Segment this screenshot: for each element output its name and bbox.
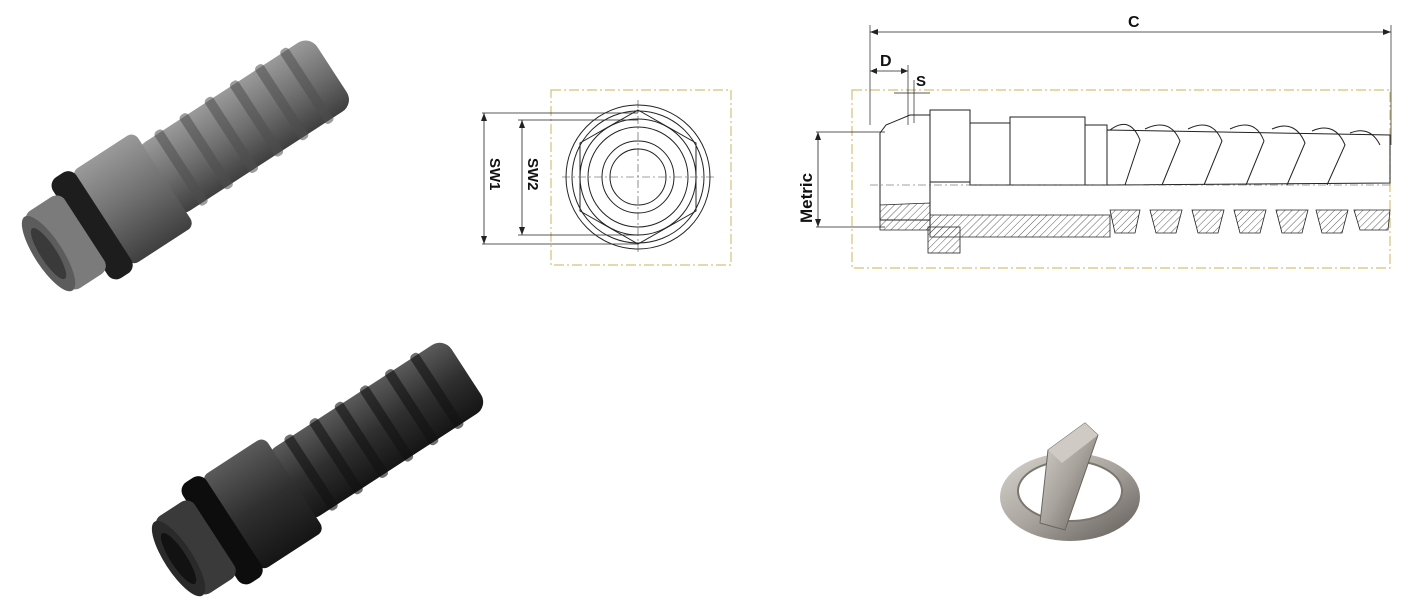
- grey-cable-gland-photo: [0, 0, 420, 310]
- sw2-label: SW2: [524, 158, 541, 191]
- d-label: D: [880, 53, 892, 70]
- c-label: C: [1128, 14, 1140, 31]
- metric-label: Metric: [797, 173, 816, 223]
- black-cable-gland-photo: [120, 305, 550, 608]
- metal-insert-ring-photo: [990, 405, 1160, 555]
- end-view-drawing: SW1 SW2: [470, 80, 740, 280]
- s-label: S: [916, 73, 926, 90]
- sw1-label: SW1: [486, 158, 503, 191]
- side-view-drawing: C D S Metric: [790, 5, 1400, 280]
